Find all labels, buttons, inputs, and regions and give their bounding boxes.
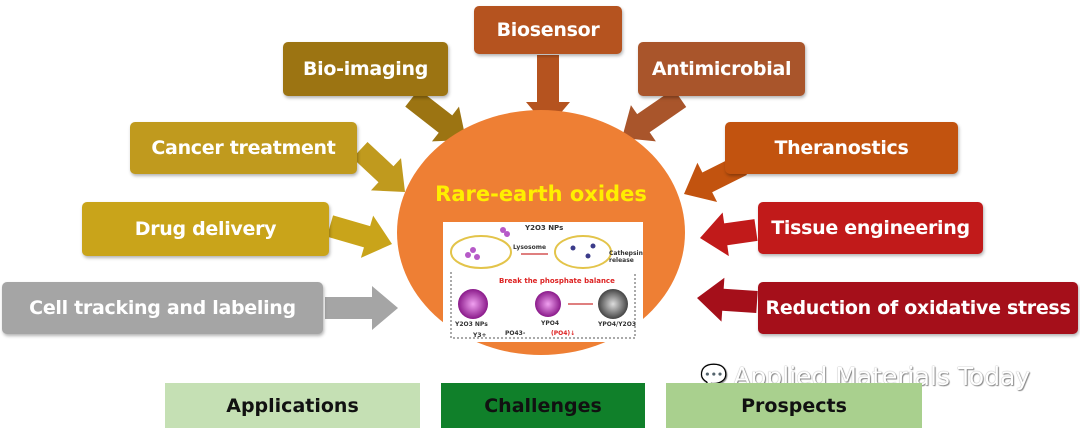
box-cancer-treatment: Cancer treatment <box>130 122 357 174</box>
arrow-tissue-engineering <box>700 212 758 257</box>
label-applications: Applications <box>165 383 420 428</box>
box-cell-tracking: Cell tracking and labeling <box>2 282 323 334</box>
arrow-antimicrobial <box>622 88 687 142</box>
center-title: Rare-earth oxides <box>435 182 647 206</box>
box-oxidative-stress: Reduction of oxidative stress <box>758 282 1078 334</box>
inset-label-po4: PO43- <box>505 330 526 337</box>
arrow-cancer-treatment <box>352 141 405 192</box>
box-biosensor: Biosensor <box>474 6 622 54</box>
box-theranostics: Theranostics <box>725 122 958 174</box>
box-drug-delivery: Drug delivery <box>82 202 329 256</box>
arrow-bio-imaging <box>405 89 466 142</box>
mechanism-illustration <box>450 227 636 339</box>
inset-label-lysosome: Lysosome <box>513 244 547 251</box>
box-tissue-engineering: Tissue engineering <box>758 202 983 254</box>
mechanism-inset: Y2O3 NPs Lysosome Cathepsin release Brea… <box>443 222 643 342</box>
label-prospects: Prospects <box>666 383 922 428</box>
label-challenges: Challenges <box>441 383 645 428</box>
inset-label-nps-2: Y2O3 NPs <box>455 321 488 328</box>
inset-label-nps: Y2O3 NPs <box>525 224 564 232</box>
inset-label-ypo4-y2o3: YPO4/Y2O3 <box>598 321 637 328</box>
box-antimicrobial: Antimicrobial <box>638 42 805 96</box>
inset-label-y-ion: Y3+ <box>473 332 487 339</box>
arrow-biosensor <box>526 55 570 128</box>
arrow-drug-delivery <box>326 215 392 258</box>
arrow-oxidative-stress <box>697 277 758 322</box>
inset-label-ypo4: YPO4 <box>541 320 560 327</box>
box-bio-imaging: Bio-imaging <box>283 42 448 96</box>
arrow-cell-tracking <box>325 286 398 330</box>
inset-label-po4-down: (PO4)↓ <box>551 330 576 337</box>
inset-label-break: Break the phosphate balance <box>499 277 615 285</box>
inset-label-cathepsin: Cathepsin release <box>609 250 643 264</box>
